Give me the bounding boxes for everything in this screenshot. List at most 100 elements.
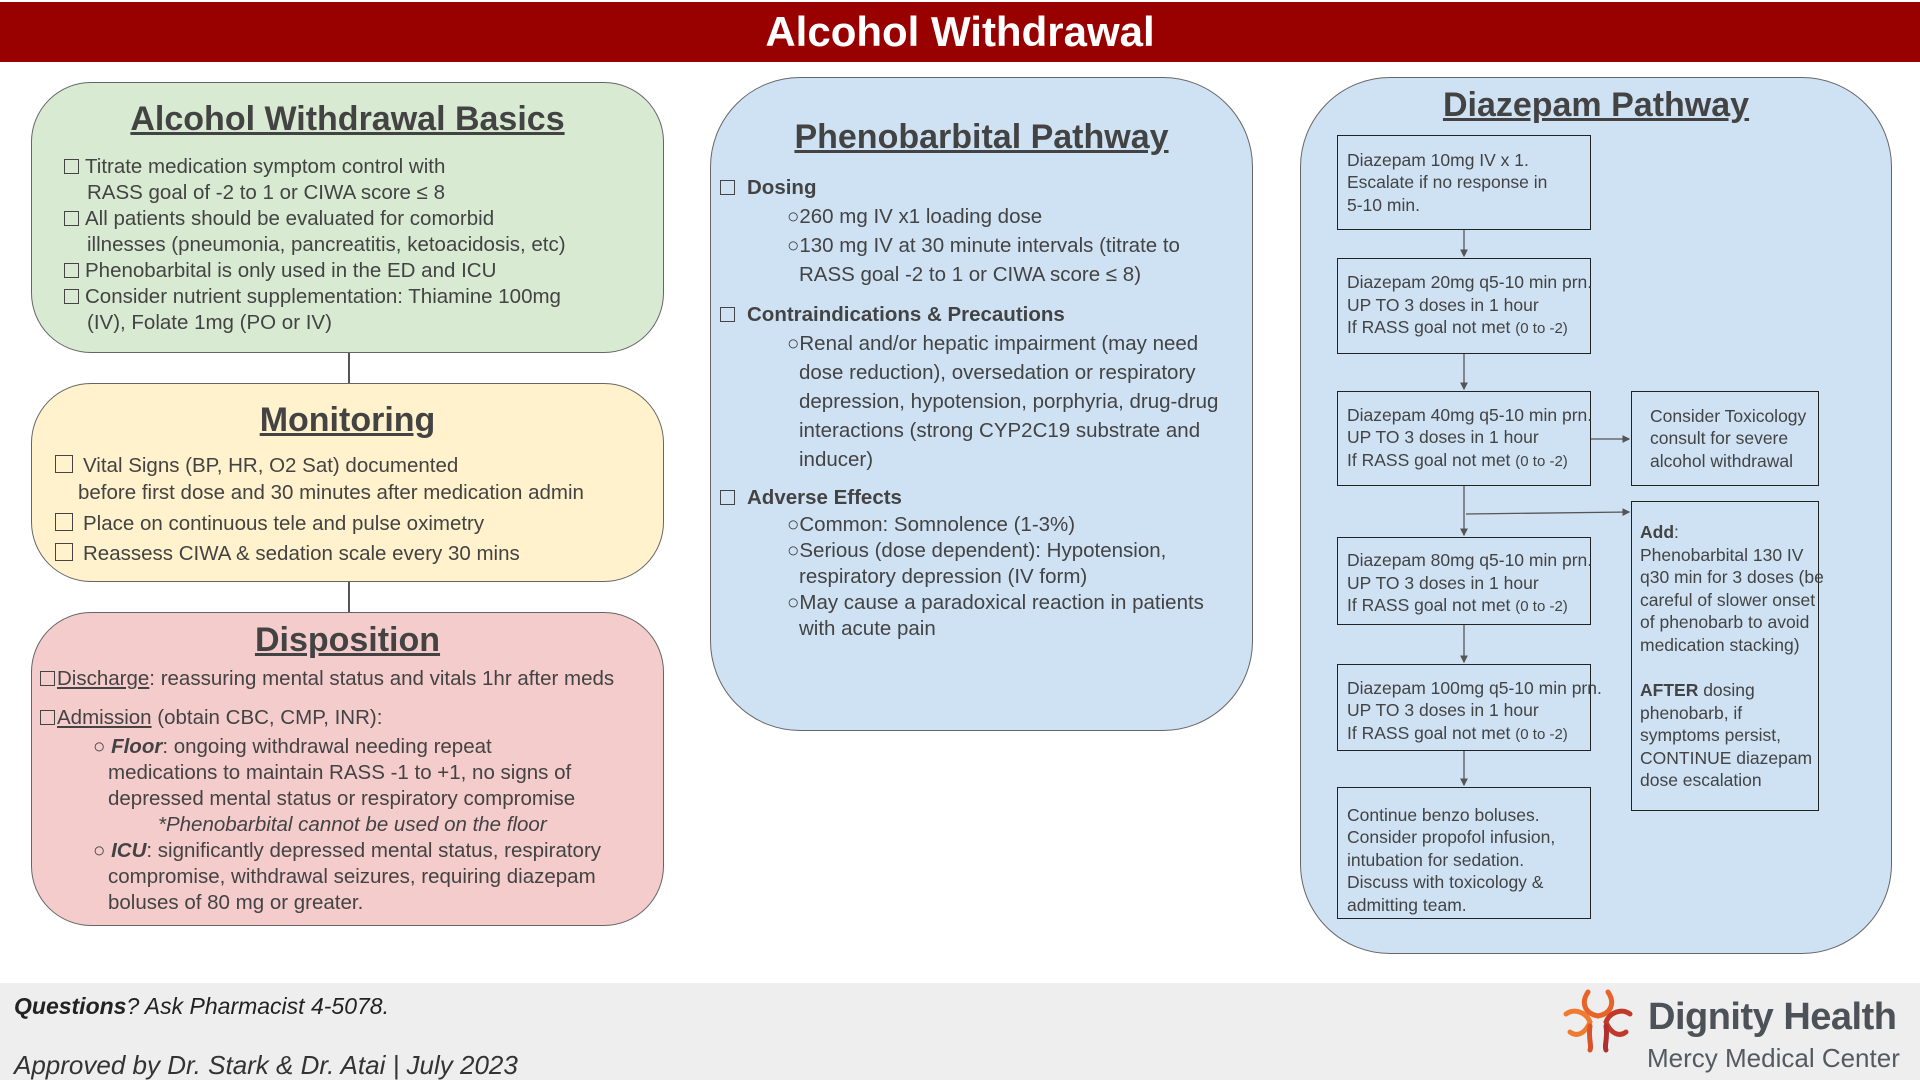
logo-subtitle: Mercy Medical Center <box>1647 1043 1900 1073</box>
icu-label: ICU <box>111 839 147 862</box>
checkbox-icon[interactable] <box>55 455 73 473</box>
item-text: dose reduction), oversedation or respira… <box>799 361 1196 384</box>
item-text: ○Serious (dose dependent): Hypotension, <box>787 539 1167 562</box>
item-text: inducer) <box>799 448 874 471</box>
item-text: before first dose and 30 minutes after m… <box>78 481 584 504</box>
dignity-health-logo-icon <box>1563 989 1633 1053</box>
step-text: dose escalation <box>1640 770 1762 790</box>
connector-line <box>348 582 350 612</box>
phenobarbital-title: Phenobarbital Pathway <box>794 118 1169 156</box>
item-text: ○Renal and/or hepatic impairment (may ne… <box>787 332 1199 355</box>
floor-item: ○ Floor: ongoing withdrawal needing repe… <box>93 734 601 916</box>
item-text: ○May cause a paradoxical reaction in pat… <box>787 591 1204 614</box>
checkbox-icon[interactable] <box>40 671 55 686</box>
basics-item: Consider nutrient supplementation: Thiam… <box>64 284 566 310</box>
monitoring-title: Monitoring <box>259 401 436 439</box>
monitoring-item: Vital Signs (BP, HR, O2 Sat) documented <box>55 452 584 479</box>
admission-text: (obtain CBC, CMP, INR): <box>151 706 383 729</box>
item-text: Phenobarbital is only used in the ED and… <box>85 259 497 282</box>
checkbox-icon[interactable] <box>720 307 735 322</box>
admission-item: Admission (obtain CBC, CMP, INR): <box>40 705 382 731</box>
disposition-title: Disposition <box>254 621 441 659</box>
checkbox-icon[interactable] <box>64 211 79 226</box>
step-text: Diazepam 100mg q5-10 min prn. <box>1347 677 1602 698</box>
monitoring-item: Reassess CIWA & sedation scale every 30 … <box>55 540 584 567</box>
bullet-icon: ○ <box>93 735 112 758</box>
step-text: UP TO 3 doses in 1 hour <box>1347 294 1539 315</box>
questions-text: Questions? Ask Pharmacist 4-5078. <box>14 993 389 1020</box>
step-text: UP TO 3 doses in 1 hour <box>1347 427 1539 448</box>
step-text: If RASS goal not met <box>1347 449 1516 470</box>
adverse-heading: Adverse Effects <box>720 483 1218 512</box>
diazepam-step-80mg: Diazepam 80mg q5-10 min prn.UP TO 3 dose… <box>1337 537 1592 625</box>
add-phenobarbital-box: Add: Phenobarbital 130 IV q30 min for 3 … <box>1631 501 1824 811</box>
item-text: Reassess CIWA & sedation scale every 30 … <box>83 542 520 565</box>
step-text: Diazepam 40mg q5-10 min prn. <box>1347 404 1593 425</box>
step-range: (0 to -2) <box>1515 452 1568 470</box>
phenobarbital-panel: Phenobarbital Pathway <box>710 77 1253 731</box>
step-range: (0 to -2) <box>1515 725 1568 743</box>
step-text: Phenobarbital 130 IV <box>1640 544 1804 565</box>
step-text: If RASS goal not met <box>1347 317 1516 338</box>
contra-heading: Contraindications & Precautions <box>720 300 1218 329</box>
step-range: (0 to -2) <box>1515 598 1568 616</box>
item-text: compromise, withdrawal seizures, requiri… <box>108 865 596 888</box>
phenobarbital-content: Dosing ○260 mg IV x1 loading dose ○130 m… <box>720 173 1218 642</box>
basics-title: Alcohol Withdrawal Basics <box>130 100 565 138</box>
monitoring-item: Place on continuous tele and pulse oxime… <box>55 510 584 537</box>
basics-item: All patients should be evaluated for com… <box>64 206 566 232</box>
checkbox-icon[interactable] <box>64 159 79 174</box>
checkbox-icon[interactable] <box>55 543 73 561</box>
item-text: RASS goal -2 to 1 or CIWA score ≤ 8) <box>799 263 1142 286</box>
checkbox-icon[interactable] <box>720 180 735 195</box>
item-text: Consider nutrient supplementation: Thiam… <box>85 285 561 308</box>
step-text: Discuss with toxicology & <box>1347 872 1544 893</box>
item-text: depressed mental status or respiratory c… <box>108 787 576 810</box>
step-text: admitting team. <box>1347 894 1467 915</box>
item-text: respiratory depression (IV form) <box>799 565 1088 588</box>
checkbox-icon[interactable] <box>55 513 73 531</box>
step-text: CONTINUE diazepam <box>1640 747 1813 768</box>
step-text: q30 min for 3 doses (be <box>1640 567 1824 587</box>
section-label: Adverse Effects <box>747 486 902 509</box>
step-range: (0 to -2) <box>1515 320 1568 338</box>
step-text: Diazepam 10mg IV x 1. <box>1347 149 1529 170</box>
diazepam-title: Diazepam Pathway <box>1442 86 1750 124</box>
step-text: Diazepam 20mg q5-10 min prn. <box>1347 272 1593 293</box>
item-text: All patients should be evaluated for com… <box>85 207 495 230</box>
step-text: careful of slower onset <box>1640 589 1816 610</box>
step-text: UP TO 3 doses in 1 hour <box>1347 572 1539 593</box>
connector-line <box>348 353 350 383</box>
step-text: intubation for sedation. <box>1347 849 1525 870</box>
checkbox-icon[interactable] <box>40 710 55 725</box>
basics-item: Phenobarbital is only used in the ED and… <box>64 258 566 284</box>
section-label: Contraindications & Precautions <box>747 303 1065 326</box>
checkbox-icon[interactable] <box>720 490 735 505</box>
footer <box>0 983 1920 1080</box>
checkbox-icon[interactable] <box>64 289 79 304</box>
monitoring-list: Vital Signs (BP, HR, O2 Sat) documented … <box>55 452 584 567</box>
bullet-icon: ○ <box>93 839 112 862</box>
item-text: Place on continuous tele and pulse oxime… <box>83 512 485 535</box>
discharge-item: Discharge: reassuring mental status and … <box>40 666 614 692</box>
checkbox-icon[interactable] <box>64 263 79 278</box>
dosing-heading: Dosing <box>720 173 1218 202</box>
item-text: : significantly depressed mental status,… <box>146 839 602 862</box>
step-text: : <box>1674 522 1679 542</box>
approved-text: Approved by Dr. Stark & Dr. Atai | July … <box>14 1050 518 1080</box>
questions-contact: ? Ask Pharmacist 4-5078. <box>126 993 389 1019</box>
item-text: depression, hypotension, porphyria, drug… <box>799 390 1219 413</box>
floor-note: *Phenobarbital cannot be used on the flo… <box>158 813 547 836</box>
item-text: ○260 mg IV x1 loading dose <box>787 205 1043 228</box>
after-label: AFTER <box>1640 680 1699 700</box>
basics-panel: Alcohol Withdrawal Basics <box>31 82 664 353</box>
add-label: Add <box>1640 522 1675 542</box>
item-text: ○130 mg IV at 30 minute intervals (titra… <box>787 234 1180 257</box>
item-text: ○Common: Somnolence (1-3%) <box>787 513 1076 536</box>
item-text: Vital Signs (BP, HR, O2 Sat) documented <box>83 454 459 477</box>
admission-label: Admission <box>57 706 152 729</box>
step-text: Consider propofol infusion, <box>1347 827 1556 848</box>
item-text: with acute pain <box>799 617 936 640</box>
